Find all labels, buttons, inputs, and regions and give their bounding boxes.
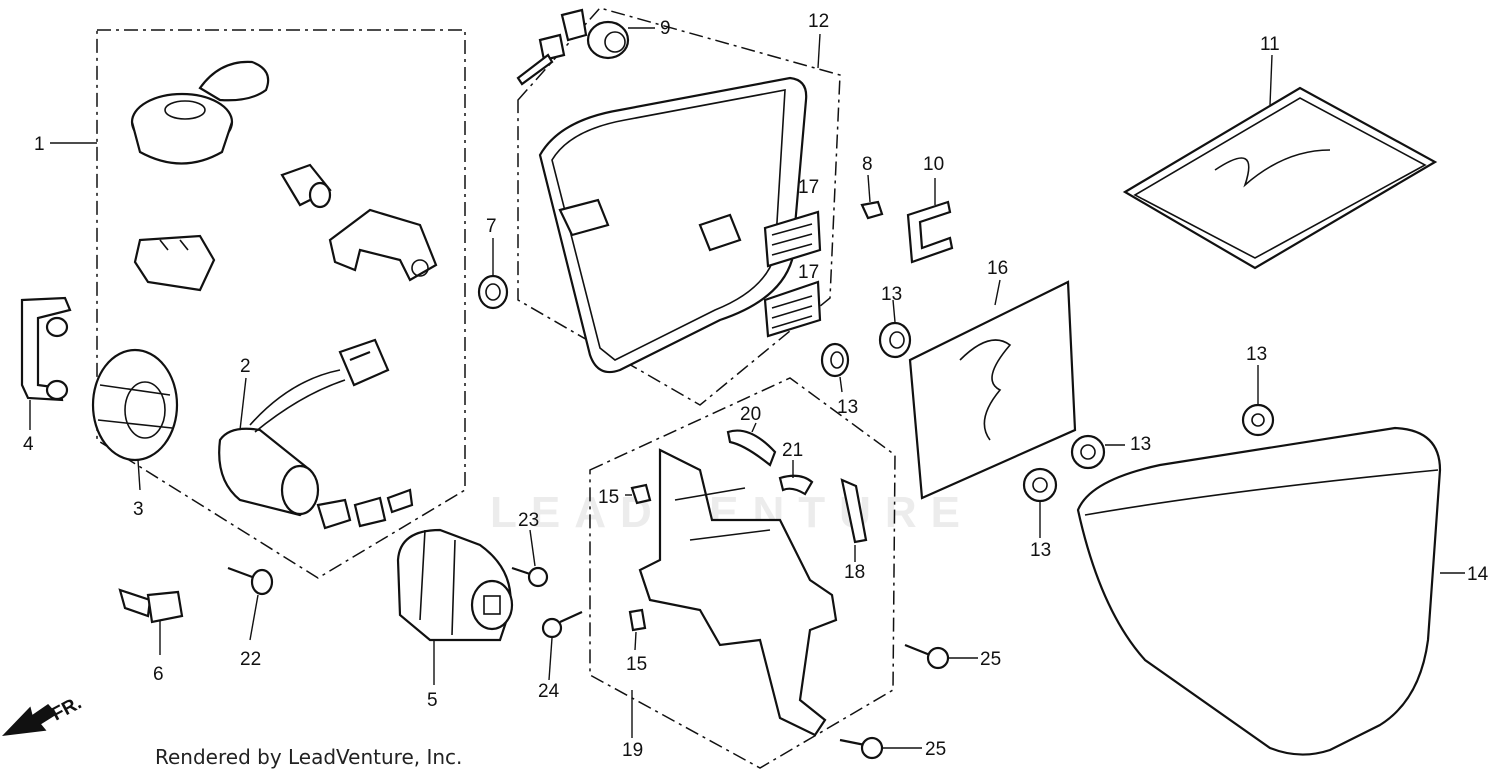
part-bolt-23[interactable] xyxy=(511,566,549,588)
front-direction-arrow: FR. xyxy=(1,693,85,736)
callout-1: 1 xyxy=(34,134,45,155)
callout-17-b: 17 xyxy=(798,262,819,283)
part-ignition-cover[interactable] xyxy=(130,60,270,165)
callout-numbers: 1 2 3 4 5 6 7 8 9 10 11 12 13 13 13 13 1… xyxy=(23,11,1489,761)
part-holder-10[interactable] xyxy=(906,200,954,264)
arrow-icon xyxy=(1,704,58,736)
credit-text: Rendered by LeadVenture, Inc. xyxy=(155,745,463,769)
part-tool-bag[interactable] xyxy=(908,280,1077,500)
part-nut-15b[interactable] xyxy=(628,608,647,632)
callout-15-a: 15 xyxy=(598,487,619,508)
callout-3: 3 xyxy=(133,499,144,520)
part-bolt-25b[interactable] xyxy=(839,736,884,760)
callout-24: 24 xyxy=(538,681,560,702)
callout-7: 7 xyxy=(486,216,497,237)
callout-5: 5 xyxy=(427,690,438,711)
part-side-cover[interactable] xyxy=(1076,426,1442,756)
part-key-blank[interactable] xyxy=(118,588,184,624)
assembly-box-19 xyxy=(589,377,896,769)
callout-11: 11 xyxy=(1260,34,1280,55)
callout-17-a: 17 xyxy=(798,177,819,198)
part-grommet-13b[interactable] xyxy=(878,321,912,359)
callout-12: 12 xyxy=(808,11,829,32)
part-grommet-13a[interactable] xyxy=(820,342,850,378)
callout-13-b: 13 xyxy=(837,397,858,418)
callout-13-d: 13 xyxy=(1130,434,1151,455)
part-ignition-switch[interactable] xyxy=(218,338,414,530)
part-clip-8[interactable] xyxy=(860,200,884,220)
callout-13-e: 13 xyxy=(1030,540,1051,561)
part-small-cylinder[interactable] xyxy=(280,163,332,209)
part-band-20[interactable] xyxy=(726,429,777,467)
part-bolt-24[interactable] xyxy=(541,610,583,639)
callout-8: 8 xyxy=(862,154,873,175)
part-nut-15a[interactable] xyxy=(630,483,652,505)
part-grommet-13d[interactable] xyxy=(1070,434,1106,470)
assembly-box-1 xyxy=(96,29,466,579)
callout-6: 6 xyxy=(153,664,164,685)
callout-4: 4 xyxy=(23,434,34,455)
assembly-box-12 xyxy=(517,7,841,406)
part-bolt-25a[interactable] xyxy=(904,643,950,670)
callout-14: 14 xyxy=(1467,564,1489,585)
callout-21: 21 xyxy=(782,440,803,461)
part-key-set[interactable] xyxy=(516,8,630,86)
part-switch-cover[interactable] xyxy=(396,528,514,642)
callout-13-c: 13 xyxy=(1246,344,1267,365)
part-caution-label-upper[interactable] xyxy=(763,210,822,268)
part-battery-bracket[interactable] xyxy=(638,448,838,737)
callout-15-b: 15 xyxy=(626,654,647,675)
part-screw-22[interactable] xyxy=(227,566,274,596)
callout-20: 20 xyxy=(740,404,761,425)
callout-25-a: 25 xyxy=(980,649,1001,670)
callout-16: 16 xyxy=(987,258,1008,279)
part-lock-housing[interactable] xyxy=(328,208,438,282)
callout-10: 10 xyxy=(923,154,944,175)
part-grommet-7[interactable] xyxy=(477,274,509,310)
part-bracket-block[interactable] xyxy=(133,234,216,292)
direction-label: FR. xyxy=(48,693,85,726)
part-tool-box[interactable] xyxy=(538,76,808,374)
callout-22: 22 xyxy=(240,649,261,670)
callout-19: 19 xyxy=(622,740,643,761)
callout-25-b: 25 xyxy=(925,739,946,760)
part-strip-18[interactable] xyxy=(840,478,868,544)
callout-13-a: 13 xyxy=(881,284,902,305)
part-key-cylinder-collar[interactable] xyxy=(91,348,179,462)
part-bracket[interactable] xyxy=(20,296,72,402)
part-caution-label-lower[interactable] xyxy=(763,280,822,338)
part-grommet-13e[interactable] xyxy=(1022,467,1058,503)
leader-lines xyxy=(29,27,1465,749)
callout-23: 23 xyxy=(518,510,539,531)
part-owners-manual[interactable] xyxy=(1122,86,1438,270)
callout-2: 2 xyxy=(240,356,251,377)
part-grommet-13c[interactable] xyxy=(1241,403,1275,437)
callout-18: 18 xyxy=(844,562,865,583)
callout-9: 9 xyxy=(660,18,671,39)
